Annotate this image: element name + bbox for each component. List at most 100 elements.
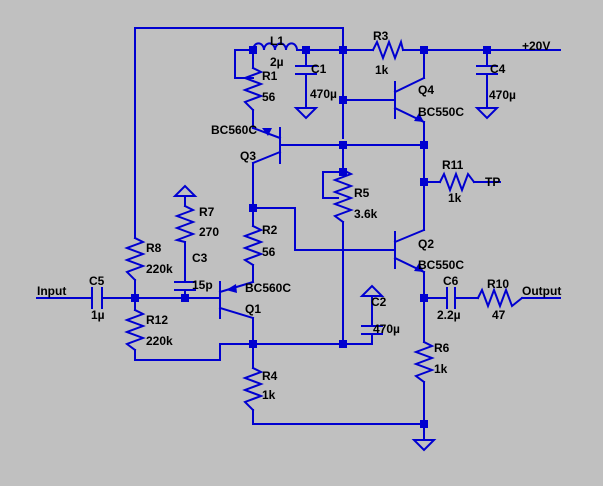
flag-c2 <box>359 284 385 297</box>
resistor-r5 <box>332 168 354 224</box>
wire-r12-bottom <box>134 343 344 361</box>
r6-value: 1k <box>434 362 448 376</box>
transistors <box>218 76 426 320</box>
capacitor-c1 <box>295 65 317 75</box>
junction-r5-bottom <box>339 340 347 348</box>
junction-c6 <box>420 294 428 302</box>
output-label: Output <box>522 284 561 298</box>
r1-ref: R1 <box>262 69 278 83</box>
wire-q2-base <box>252 207 396 251</box>
r8-value: 220k <box>146 262 173 276</box>
junction-ground <box>420 420 428 428</box>
q2-ref: Q2 <box>418 237 434 251</box>
junction-r8-r12 <box>131 294 139 302</box>
ground-c4 <box>474 107 500 120</box>
c3-value: 15p <box>192 278 213 292</box>
q3-value: BC560C <box>211 123 257 137</box>
resistor-r10 <box>476 287 524 309</box>
q4-arrow <box>414 113 424 122</box>
transistor-q4 <box>393 76 426 124</box>
junction-q4 <box>420 46 428 54</box>
q1-arrow <box>226 284 237 293</box>
q3-ref: Q3 <box>240 149 256 163</box>
c4-value: 470µ <box>489 88 516 102</box>
c5-value: 1µ <box>91 308 105 322</box>
junction-r11 <box>420 178 428 186</box>
resistor-r4 <box>242 366 264 412</box>
transistor-q2 <box>393 228 426 274</box>
r11-ref: R11 <box>442 158 464 172</box>
r3-ref: R3 <box>373 29 389 43</box>
c1-value: 470µ <box>310 87 337 101</box>
r2-ref: R2 <box>262 223 278 237</box>
l1-ref: L1 <box>270 34 284 48</box>
c2-value: 470µ <box>373 322 400 336</box>
flag-r7 <box>172 184 198 197</box>
r5-value: 3.6k <box>354 207 378 221</box>
wire-r4-bottom <box>252 409 425 425</box>
wire-top-loop <box>134 27 344 51</box>
c6-value: 2.2µ <box>437 308 461 322</box>
q4-ref: Q4 <box>418 83 434 97</box>
l1-value: 2µ <box>270 55 284 69</box>
resistor-r3 <box>371 38 405 61</box>
r2-value: 56 <box>262 245 276 259</box>
r3-value: 1k <box>375 63 389 77</box>
junction-q2-top <box>420 141 428 149</box>
ground-symbols <box>293 107 500 452</box>
resistor-r1 <box>242 66 264 112</box>
r5-ref: R5 <box>354 186 370 200</box>
c6-ref: C6 <box>443 274 459 288</box>
ground-main <box>411 439 437 452</box>
r6-ref: R6 <box>434 341 450 355</box>
wires <box>36 27 561 441</box>
q4-value: BC550C <box>418 105 464 119</box>
c4-ref: C4 <box>490 62 506 76</box>
c5-ref: C5 <box>89 274 105 288</box>
junction-c4 <box>483 46 491 54</box>
transistor-q3 <box>251 126 282 165</box>
junction-center-top <box>339 46 347 54</box>
tp-label: TP <box>485 175 500 189</box>
q1-leads <box>218 280 255 320</box>
junction-r5-top <box>339 168 347 176</box>
junction-q1-collector <box>249 340 257 348</box>
resistors <box>124 38 524 412</box>
capacitor-c5 <box>91 287 103 309</box>
junction-q3-base <box>339 141 347 149</box>
q1-ref: Q1 <box>245 302 261 316</box>
resistor-r7 <box>173 204 196 244</box>
labels: +20V Input Output TP L1 2µ R1 56 R2 56 R… <box>37 29 561 402</box>
r4-ref: R4 <box>262 369 278 383</box>
c1-ref: C1 <box>311 62 327 76</box>
q2-value: BC550C <box>418 258 464 272</box>
r10-ref: R10 <box>487 277 509 291</box>
resistor-r2 <box>242 224 264 267</box>
resistor-r6 <box>413 340 435 384</box>
r8-ref: R8 <box>146 241 162 255</box>
r11-value: 1k <box>448 191 462 205</box>
junction-c3 <box>181 294 189 302</box>
r12-ref: R12 <box>146 313 168 327</box>
inductor-l1 <box>251 42 299 52</box>
capacitors <box>91 65 498 335</box>
r12-value: 220k <box>146 334 173 348</box>
r7-value: 270 <box>199 225 219 239</box>
r4-value: 1k <box>262 388 276 402</box>
capacitor-c2 <box>361 325 383 335</box>
capacitor-c4 <box>476 65 498 75</box>
supply-flags <box>172 184 385 297</box>
wire-r1-bypass <box>234 49 254 79</box>
junction-q3-r2 <box>249 204 257 212</box>
q2-arrow <box>414 263 424 272</box>
capacitor-c3 <box>174 281 196 291</box>
input-label: Input <box>37 284 66 298</box>
transistor-q1 <box>218 280 255 320</box>
capacitor-c6 <box>446 287 456 309</box>
q1-value: BC560C <box>245 281 291 295</box>
junction-q4-base <box>339 96 347 104</box>
resistor-r11 <box>438 171 476 193</box>
junction-c1 <box>302 46 310 54</box>
